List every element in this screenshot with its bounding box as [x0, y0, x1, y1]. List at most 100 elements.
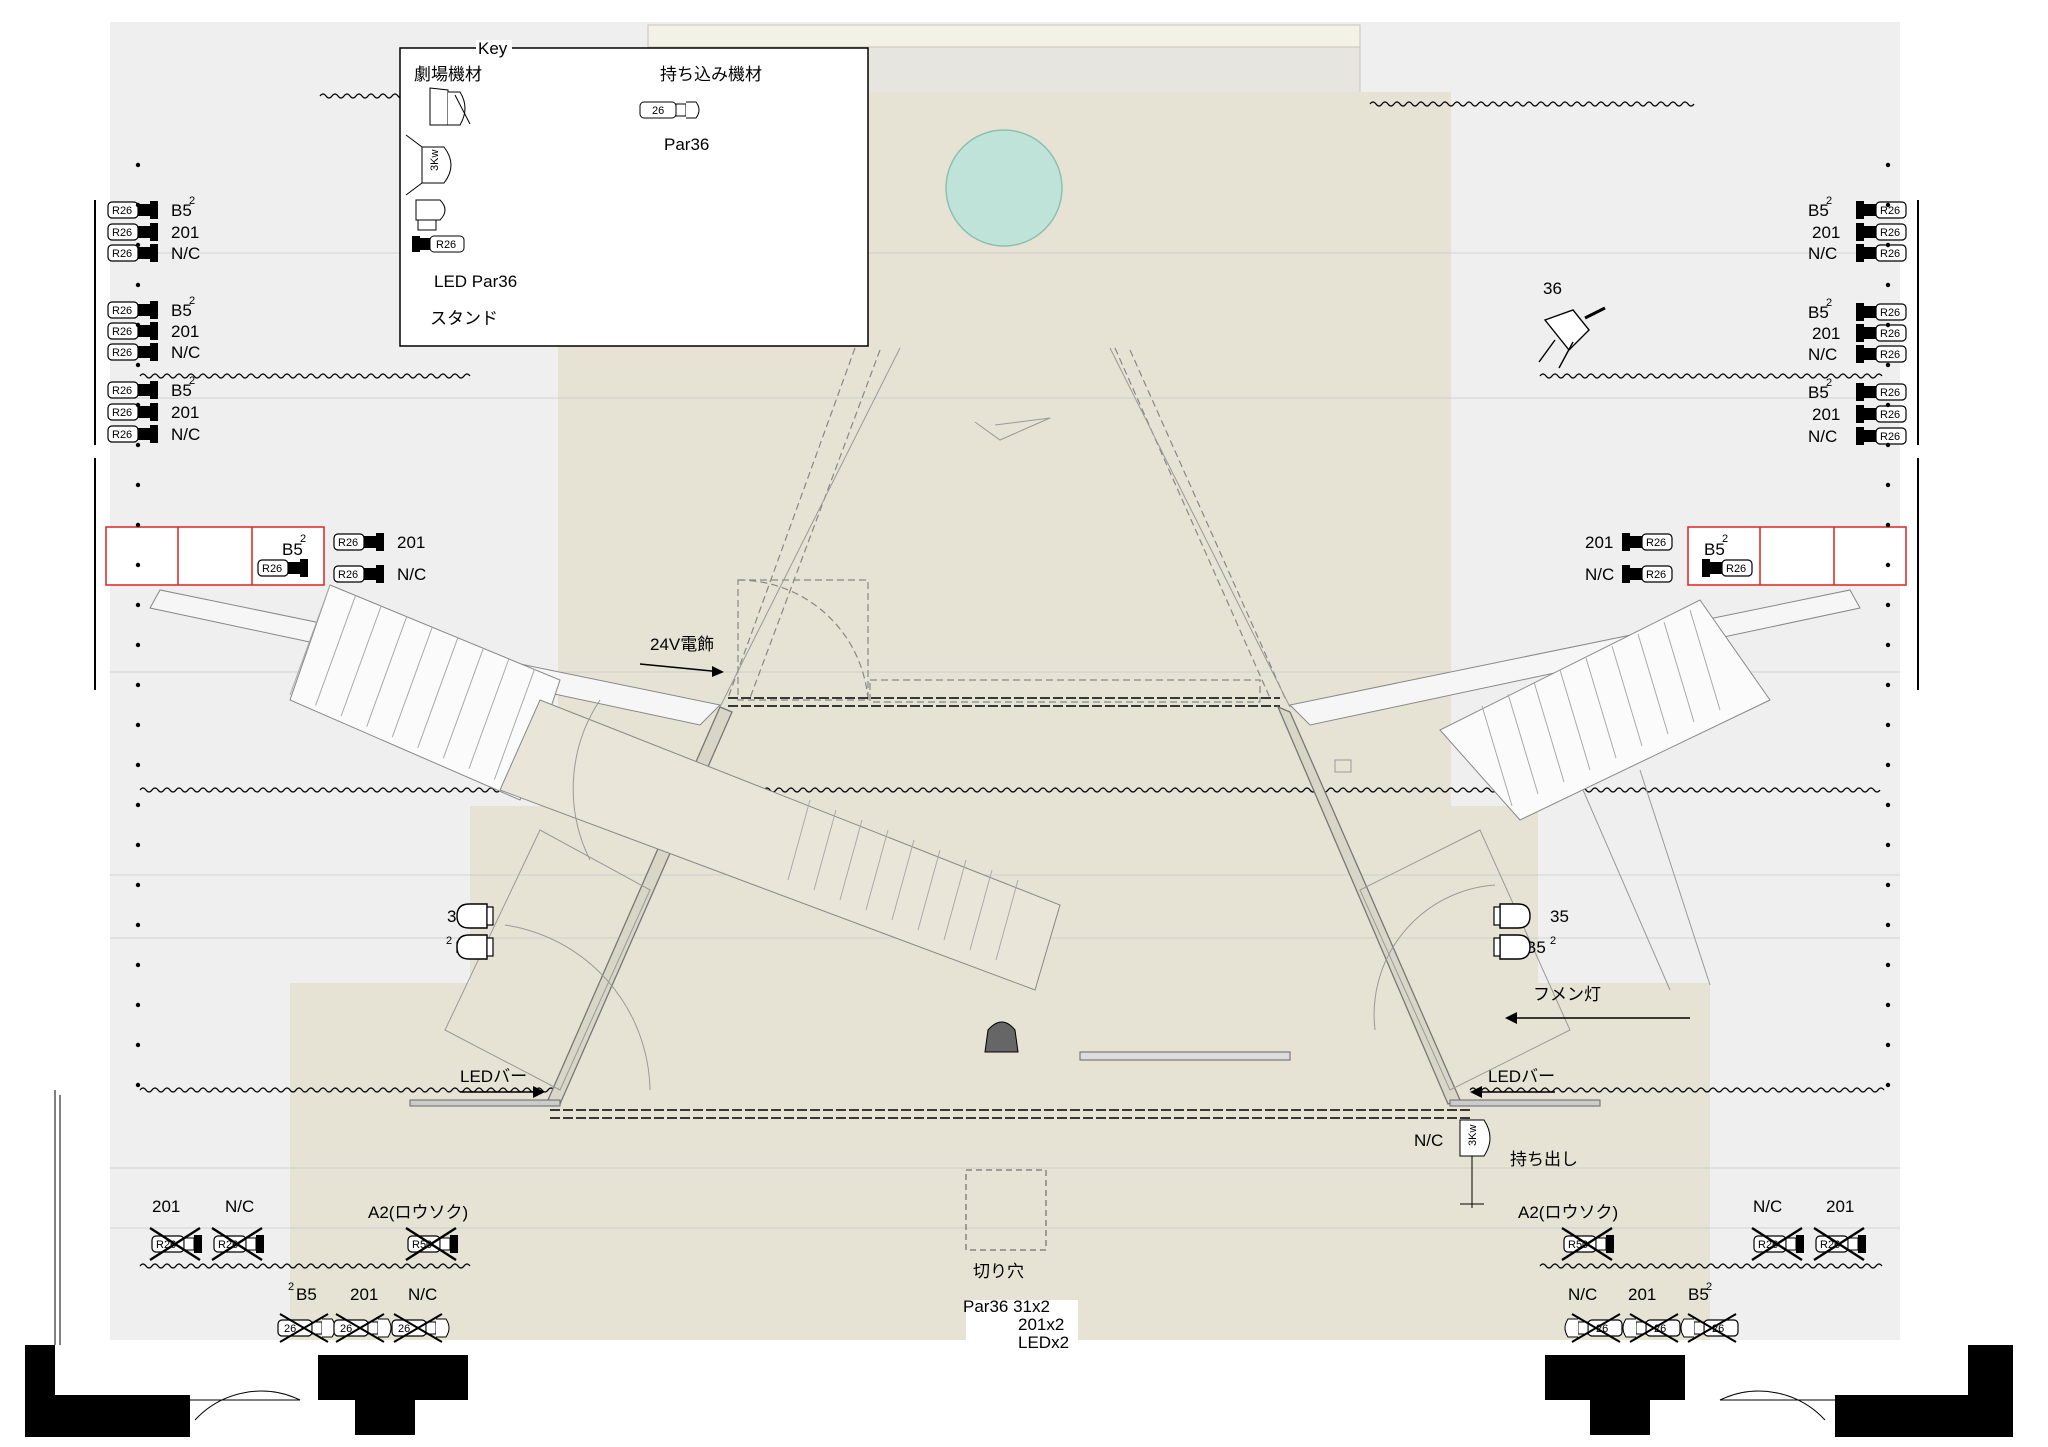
right-boom-3-b5-label: B5 — [1808, 383, 1829, 402]
left-boom-1-b5-fixture: R26 — [107, 201, 158, 219]
apron-right-nc-label: N/C — [1568, 1285, 1597, 1304]
summary-line-3: LEDx2 — [1018, 1333, 1069, 1352]
right-boom-3-201-label: 201 — [1812, 405, 1840, 424]
gel-label: R26 — [338, 569, 358, 581]
gel-label: 26 — [398, 1323, 410, 1335]
mid-left-nc-fixture: R26 — [333, 565, 384, 583]
svg-text:R26: R26 — [436, 239, 456, 251]
left-boom-2-b5-label: B5 — [171, 301, 192, 320]
key-theatre-equipment: 劇場機材 — [414, 65, 482, 84]
summary-line-2: 201x2 — [1018, 1315, 1064, 1334]
left-boom-2-201-fixture: R26 — [107, 322, 158, 340]
apron-right-b5-fixture: 26 — [1680, 1313, 1739, 1343]
mid-left-b5-label: B5 — [282, 540, 303, 559]
mid-left-b5-sup: 2 — [300, 533, 306, 545]
left-boom-1-b5-sup: 2 — [189, 195, 195, 207]
gel-label: R26 — [1880, 248, 1900, 260]
gel-label: 26 — [340, 1323, 352, 1335]
front-right-a2-label: A2(ロウソク) — [1518, 1203, 1618, 1222]
key-brought-in-equipment: 持ち込み機材 — [660, 65, 762, 84]
right-boom-1-201-label: 201 — [1812, 223, 1840, 242]
right-35-label: 35 — [1550, 907, 1569, 926]
center-fixture-icon — [984, 1021, 1019, 1053]
left-boom-2-b5-sup: 2 — [189, 295, 195, 307]
front-left-nc-label: N/C — [225, 1197, 254, 1216]
gel-label: R26 — [112, 305, 132, 317]
upstage-circle — [945, 129, 1063, 247]
left-35-fixture-icon — [456, 903, 494, 929]
left-boom-3-201-label: 201 — [171, 403, 199, 422]
gel-label: R26 — [1880, 431, 1900, 443]
svg-text:2: 2 — [446, 935, 452, 947]
right-boom-3-b5-sup: 2 — [1826, 377, 1832, 389]
mid-left-201-fixture: R26 — [333, 533, 384, 551]
gel-label: R26 — [1646, 537, 1666, 549]
left-boom-3-201-fixture: R26 — [107, 403, 158, 421]
left-boom-3-nc-label: N/C — [171, 425, 200, 444]
left-boom-2-nc-label: N/C — [171, 343, 200, 362]
key-profile-icon — [429, 87, 471, 126]
left-boom-1-nc-label: N/C — [171, 244, 200, 263]
curtain-pipe — [1539, 1263, 1883, 1269]
svg-text:26: 26 — [652, 105, 664, 117]
left-boom-1-b5-label: B5 — [171, 201, 192, 220]
left-boom-3-b5-sup: 2 — [189, 375, 195, 387]
left-boom-2-nc-fixture: R26 — [107, 343, 158, 361]
key-fresnel-icon — [415, 199, 446, 231]
gel-label: R26 — [1880, 328, 1900, 340]
svg-text:2: 2 — [1706, 1281, 1712, 1293]
left-boom-3-b5-fixture: R26 — [107, 381, 158, 399]
right-boom-1-b5-sup: 2 — [1826, 195, 1832, 207]
svg-text:3Kw: 3Kw — [429, 150, 441, 171]
gel-label: R26 — [112, 227, 132, 239]
right-boom-1-nc-fixture: R26 — [1856, 244, 1907, 262]
mid-right-nc-label: N/C — [1585, 565, 1614, 584]
front-right-nc-fixture: R26 — [1751, 1226, 1804, 1262]
apron-left-201-fixture: 26 — [333, 1313, 392, 1343]
gel-label: R26 — [338, 537, 358, 549]
left-red-box — [105, 526, 325, 586]
right-boom-3-b5-fixture: R26 — [1856, 383, 1907, 401]
right-boom-3-nc-fixture: R26 — [1856, 427, 1907, 445]
curtain-pipe — [1369, 101, 1695, 107]
right-red-box — [1687, 526, 1907, 586]
front-left-201-fixture: R26 — [149, 1226, 202, 1262]
front-right-a2-fixture: R50 — [1561, 1226, 1614, 1262]
gel-label: R26 — [112, 205, 132, 217]
front-left-201-label: 201 — [152, 1197, 180, 1216]
mid-left-b5-fixture: R26 — [257, 559, 308, 577]
curtain-pipe — [139, 1263, 471, 1269]
gel-label: R26 — [1880, 307, 1900, 319]
left-boom-2-b5-fixture: R26 — [107, 301, 158, 319]
left-boom-1-nc-fixture: R26 — [107, 244, 158, 262]
garland-24v-label: 24V電飾 — [650, 635, 714, 654]
gel-label: R26 — [112, 248, 132, 260]
front-right-201-fixture: R26 — [1813, 1226, 1866, 1262]
left-boom-3-b5-label: B5 — [171, 381, 192, 400]
gel-label: R26 — [112, 326, 132, 338]
apron-left-nc-label: N/C — [408, 1285, 437, 1304]
front-left-nc-fixture: R26 — [211, 1226, 264, 1262]
fixture-36-label: 36 — [1543, 279, 1562, 298]
mid-right-b5-fixture: R26 — [1702, 559, 1753, 577]
front-right-201-label: 201 — [1826, 1197, 1854, 1216]
nc-3kw-label: N/C — [1414, 1131, 1443, 1150]
front-left-a2-label: A2(ロウソク) — [368, 1203, 468, 1222]
mid-right-201-fixture: R26 — [1622, 533, 1673, 551]
right-boom-1-201-fixture: R26 — [1856, 223, 1907, 241]
gel-label: R26 — [112, 385, 132, 397]
mid-right-b5-label: B5 — [1704, 540, 1725, 559]
apron-left-b5-label: B5 — [296, 1285, 317, 1304]
apron-right-201-fixture: 26 — [1622, 1313, 1681, 1343]
right-boom-2-b5-fixture: R26 — [1856, 303, 1907, 321]
mid-left-nc-label: N/C — [397, 565, 426, 584]
takeout-3kw-fixture-icon: 3Kw — [1459, 1119, 1491, 1208]
right-boom-1-b5-fixture: R26 — [1856, 201, 1907, 219]
svg-text:2: 2 — [1550, 935, 1556, 947]
key-stand-label: スタンド — [430, 309, 498, 328]
right-boom-2-b5-sup: 2 — [1826, 297, 1832, 309]
gel-label: R26 — [1726, 563, 1746, 575]
apron-right-b5-label: B5 — [1688, 1285, 1709, 1304]
mid-left-201-label: 201 — [397, 533, 425, 552]
